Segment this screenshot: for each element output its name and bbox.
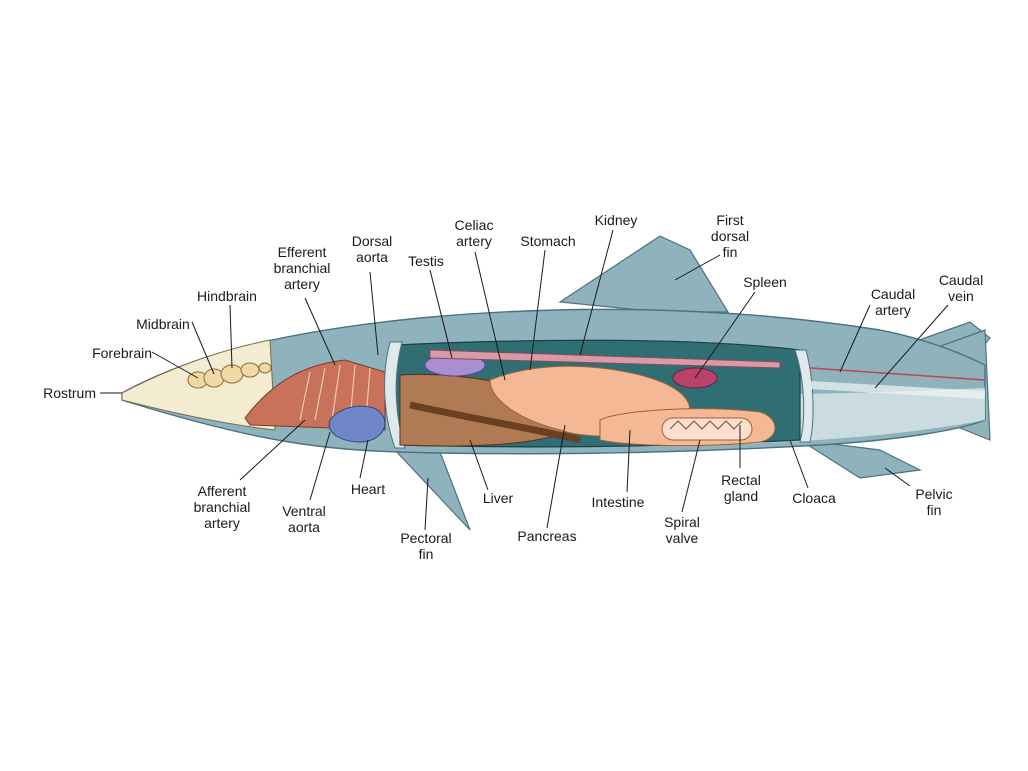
label-pelvic-fin: Pelvic fin [915, 486, 953, 518]
cut-edge-back [794, 349, 814, 443]
label-spleen: Spleen [743, 274, 787, 290]
label-dorsal-aorta: Dorsal aorta [351, 233, 393, 265]
liver-fold [409, 401, 581, 444]
caudal-vessels [809, 367, 986, 381]
label-stomach: Stomach [520, 233, 576, 249]
label-intestine: Intestine [591, 494, 645, 510]
label-rostrum: Rostrum [43, 385, 96, 401]
label-pectoral-fin: Pectoral fin [400, 530, 452, 562]
label-cloaca: Cloaca [792, 490, 836, 506]
spiral-valve [661, 417, 753, 441]
cut-edge-front [384, 341, 406, 449]
label-afferent-branchial-artery: Afferent branchial artery [193, 483, 251, 531]
label-spiral-valve: Spiral valve [664, 514, 700, 546]
leader-lines [100, 229, 949, 531]
label-liver: Liver [482, 490, 514, 506]
label-hindbrain: Hindbrain [197, 288, 257, 304]
label-forebrain: Forebrain [92, 345, 152, 361]
label-efferent-branchial-artery: Efferent branchial artery [273, 244, 331, 292]
label-heart: Heart [350, 481, 386, 497]
label-pancreas: Pancreas [517, 528, 577, 544]
pectoral-fin-shape [393, 449, 471, 531]
label-ventral-aorta: Ventral aorta [282, 503, 326, 535]
label-testis: Testis [408, 253, 444, 269]
pelvic-fin-shape [799, 439, 923, 479]
label-caudal-vein: Caudal vein [938, 272, 984, 304]
kidney-shape [429, 349, 781, 369]
label-first-dorsal-fin: First dorsal fin [710, 212, 750, 260]
label-celiac-artery: Celiac artery [454, 217, 494, 249]
heart-shape [328, 405, 386, 443]
label-rectal-gland: Rectal gland [721, 472, 761, 504]
label-kidney: Kidney [594, 212, 638, 228]
label-midbrain: Midbrain [136, 316, 190, 332]
label-caudal-artery: Caudal artery [870, 286, 916, 318]
